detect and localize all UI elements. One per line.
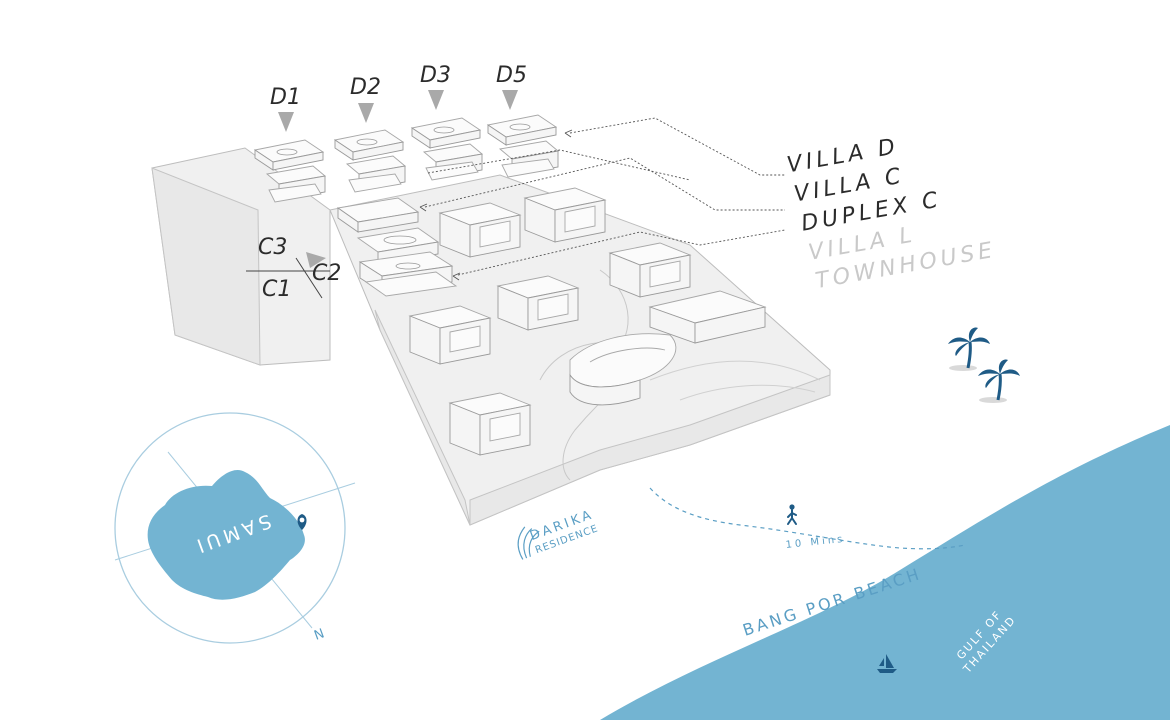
- villa-c-units: [336, 197, 458, 297]
- marker-d2[interactable]: [358, 103, 374, 123]
- townhouse-1[interactable]: [438, 202, 522, 258]
- unit-marker-pointers: [246, 90, 518, 299]
- villa-d3[interactable]: [410, 117, 484, 181]
- label-d1: D1: [270, 85, 301, 110]
- palm-tree-icon: [978, 359, 1020, 403]
- label-d2: D2: [350, 75, 381, 100]
- label-c2: C2: [312, 261, 341, 286]
- leaf-emblem-icon: [517, 526, 540, 560]
- sailboat-icon: [877, 654, 897, 673]
- walking-person-icon: [787, 504, 797, 525]
- villa-d5[interactable]: [486, 114, 560, 178]
- townhouse-2[interactable]: [523, 187, 607, 243]
- marker-d1[interactable]: [278, 112, 294, 132]
- walking-path: [649, 487, 966, 550]
- label-d5: D5: [496, 63, 527, 88]
- villa-d1[interactable]: [253, 139, 327, 203]
- sea: [600, 425, 1170, 720]
- location-pin-icon: [297, 514, 307, 530]
- villa-c1-c2[interactable]: [358, 251, 458, 297]
- marker-c3[interactable]: [306, 252, 326, 268]
- walk-duration: 10 Mins: [785, 534, 846, 551]
- palm-tree-icon: [948, 327, 990, 371]
- townhouse-units: [408, 187, 767, 456]
- label-c1: C1: [262, 277, 291, 302]
- unit-type-legend: VILLA D VILLA C DUPLEX C VILLA L TOWNHOU…: [785, 134, 998, 294]
- legend-leader-lines: [419, 117, 786, 281]
- villa-d2[interactable]: [333, 129, 407, 193]
- marker-d3[interactable]: [428, 90, 444, 110]
- villa-l-curved[interactable]: [569, 333, 677, 406]
- villa-d-units: [253, 114, 560, 203]
- townhouse-4[interactable]: [496, 275, 580, 331]
- samui-island-shape: [147, 469, 305, 600]
- compass-north: N: [312, 625, 329, 643]
- villa-l[interactable]: [648, 290, 767, 344]
- townhouse-3[interactable]: [608, 242, 692, 298]
- townhouse-5[interactable]: [408, 305, 492, 365]
- island-inset: SAMUI N: [114, 412, 356, 644]
- marker-d5[interactable]: [502, 90, 518, 110]
- label-c3: C3: [258, 235, 287, 260]
- darika-logo: DARIKA RESIDENCE: [517, 507, 600, 560]
- label-d3: D3: [420, 63, 451, 88]
- townhouse-6[interactable]: [448, 392, 532, 456]
